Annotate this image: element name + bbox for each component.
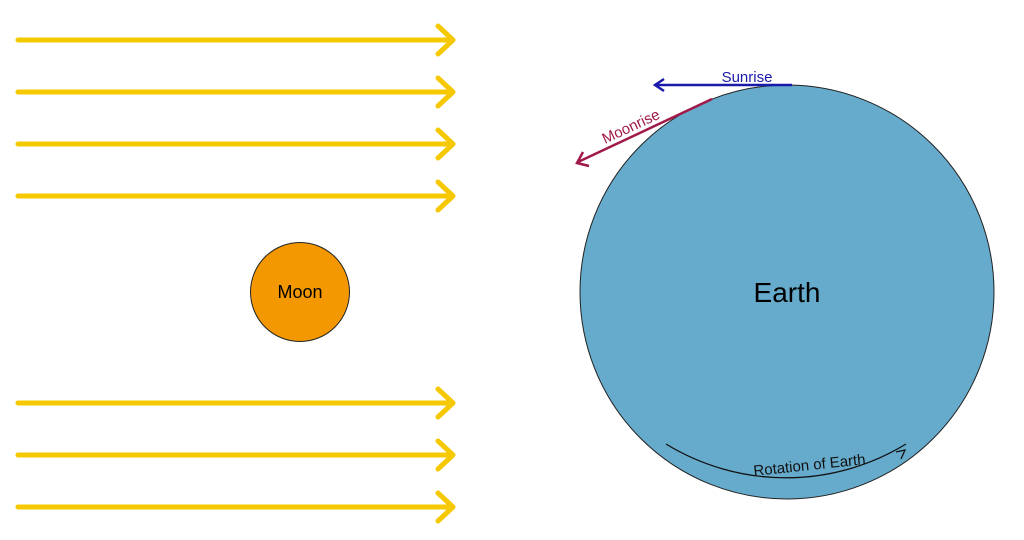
sunrise-label: Sunrise xyxy=(722,69,773,86)
sunlight-rays xyxy=(15,23,456,524)
sunlight-ray xyxy=(15,75,456,109)
sunlight-ray xyxy=(15,127,456,161)
moon: Moon xyxy=(250,242,350,342)
sunlight-ray xyxy=(15,179,456,213)
sunlight-ray xyxy=(15,490,456,524)
moon-disc xyxy=(250,242,350,342)
sunlight-ray xyxy=(15,23,456,57)
earth-label: Earth xyxy=(754,277,821,308)
sunrise-arrow: Sunrise xyxy=(652,69,792,93)
sunlight-ray xyxy=(15,438,456,472)
earth: Earth xyxy=(579,84,995,500)
sunlight-ray xyxy=(15,386,456,420)
moon-label: Moon xyxy=(277,282,322,302)
